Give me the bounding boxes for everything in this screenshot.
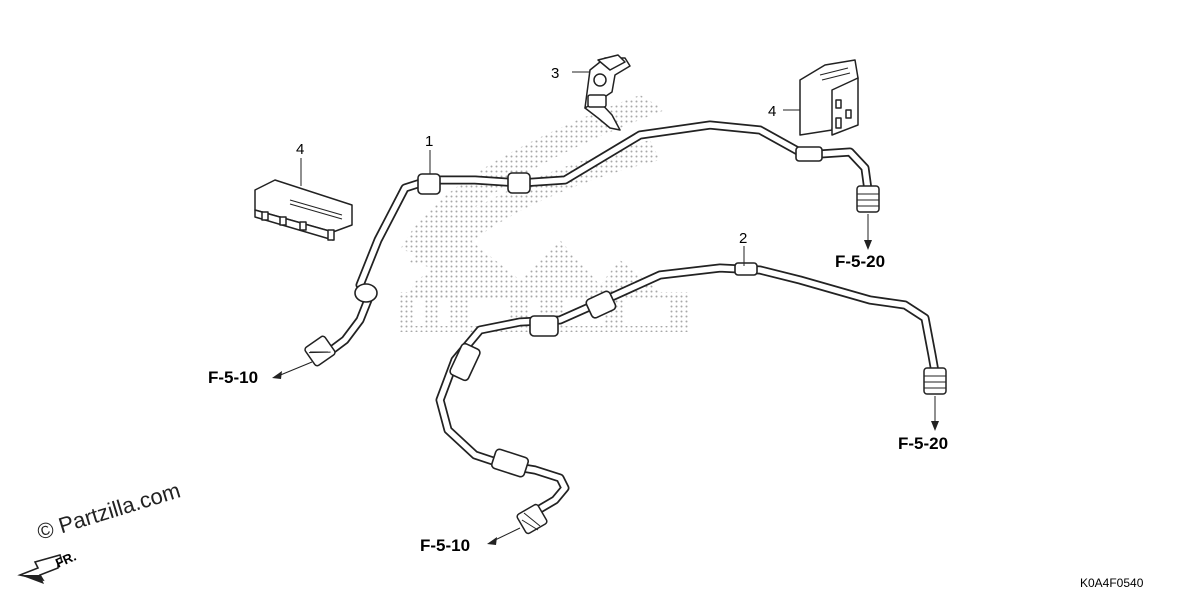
leader-lines <box>300 71 800 266</box>
ref-arrow-f520-lower <box>931 396 939 431</box>
pipe-1-flare-nut-front <box>304 335 336 367</box>
pipe-1-grommet-a <box>417 173 441 195</box>
ref-arrow-f510-upper <box>272 361 313 379</box>
pipe-2-grommet-b <box>449 342 481 382</box>
front-direction-arrow <box>17 554 63 584</box>
pipe-clamp-3[interactable] <box>584 54 631 131</box>
pipe-1-grommet-b <box>507 172 531 194</box>
pipe-2-grommet-c <box>529 315 559 337</box>
ref-arrow-f520-upper <box>864 214 872 250</box>
callout-3: 3 <box>551 65 559 82</box>
ref-label-f520-lower[interactable]: F-5-20 <box>898 434 948 453</box>
callout-4-left: 4 <box>296 141 304 158</box>
pipe-2-sleeve <box>734 262 758 276</box>
ref-arrow-f510-lower <box>487 527 521 545</box>
diagram-code: K0A4F0540 <box>1080 576 1144 590</box>
pipe-2-grommet-a <box>490 448 530 478</box>
pipe-2-flare-nut-rear <box>923 367 947 395</box>
brake-pipe-2[interactable] <box>435 262 947 535</box>
callout-1: 1 <box>425 133 433 150</box>
callout-4-right: 4 <box>768 103 776 120</box>
callout-2: 2 <box>739 230 747 247</box>
brake-pipe-1[interactable] <box>304 120 880 367</box>
ref-label-f510-upper[interactable]: F-5-10 <box>208 368 258 387</box>
pipe-2-flare-nut-front <box>516 503 548 535</box>
ref-label-f510-lower[interactable]: F-5-10 <box>420 536 470 555</box>
pipe-1-sleeve <box>795 146 823 162</box>
front-direction-label: FR. <box>53 549 78 571</box>
pipe-cover-4-right[interactable] <box>799 59 859 136</box>
ref-label-f520-upper[interactable]: F-5-20 <box>835 252 885 271</box>
pipe-cover-4-left[interactable] <box>254 179 353 241</box>
pipe-1-flare-nut-rear <box>856 185 880 213</box>
pipe-1-elbow <box>354 283 378 303</box>
background-logo-watermark <box>400 95 690 332</box>
partzilla-watermark: © Partzilla.com <box>34 478 183 545</box>
pipe-2-grommet-d <box>585 290 617 319</box>
